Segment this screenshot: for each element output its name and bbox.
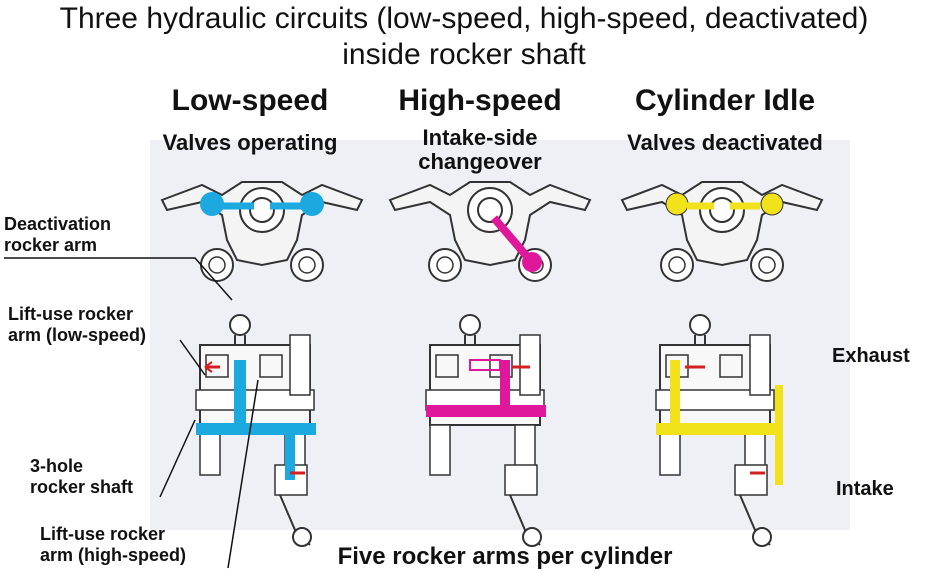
idle-top-view: [621, 181, 823, 282]
idle-passage-right: [760, 192, 784, 216]
low-speed-top-view: [161, 181, 363, 282]
low-speed-passage-left: [200, 192, 224, 216]
high-speed-top-view: [389, 181, 591, 282]
low-speed-shaft-channel: [196, 423, 316, 435]
label-lift-rocker-high: Lift-use rocker arm (high-speed): [40, 524, 187, 565]
low-speed-front-view: [195, 314, 316, 547]
high-speed-front-view: [425, 314, 546, 547]
low-speed-passage-right: [300, 192, 324, 216]
mode-low-speed-title: Low-speed: [171, 84, 329, 117]
mode-low-speed-desc: Valves operating: [162, 130, 338, 155]
callout-leaders: [4, 257, 259, 569]
label-intake: Intake: [836, 478, 894, 500]
label-rocker-shaft: 3-hole rocker shaft: [30, 456, 134, 497]
mode-high-speed-desc-1: Intake-side: [422, 125, 538, 150]
mode-high-speed-title: High-speed: [398, 84, 562, 117]
label-exhaust: Exhaust: [832, 345, 910, 367]
idle-shaft-channel: [656, 423, 776, 435]
high-speed-passage: [490, 215, 534, 263]
title-line2: inside rocker shaft: [342, 38, 586, 71]
idle-passage-left: [665, 192, 689, 216]
idle-front-view: [655, 314, 783, 547]
footer-caption: Five rocker arms per cylinder: [337, 543, 673, 570]
label-deactivation-rocker-arm: Deactivation rocker arm: [4, 214, 112, 255]
mode-cylinder-idle-title: Cylinder Idle: [634, 84, 816, 117]
mode-high-speed-desc-2: changeover: [418, 149, 542, 174]
high-speed-shaft-channel: [426, 405, 546, 417]
title-line1: Three hydraulic circuits (low-speed, hig…: [59, 2, 869, 35]
label-lift-rocker-low: Lift-use rocker arm (low-speed): [8, 304, 147, 345]
mode-cylinder-idle-desc: Valves deactivated: [627, 130, 823, 155]
